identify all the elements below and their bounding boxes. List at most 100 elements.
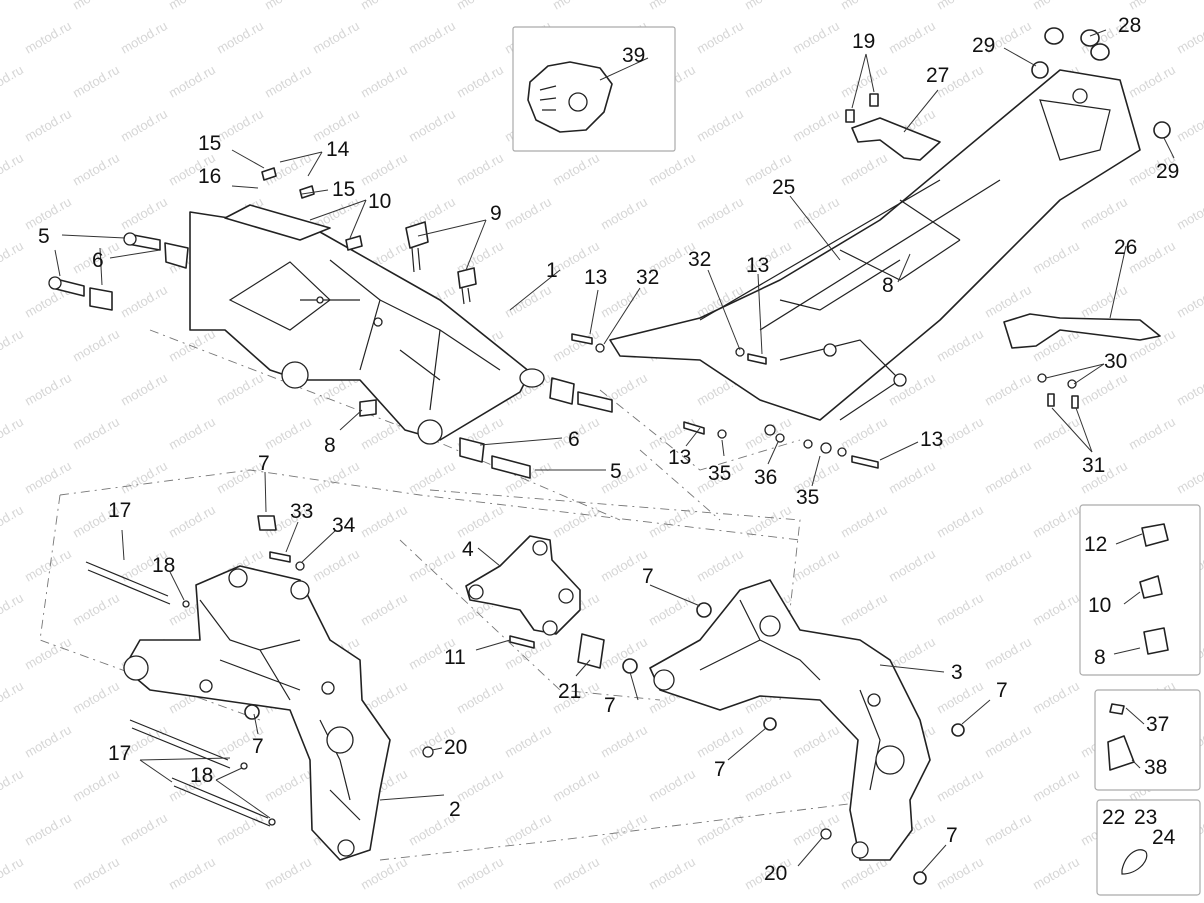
watermark-text: motod.ru	[0, 238, 26, 277]
callout-6b: 6	[568, 428, 580, 451]
watermark-text: motod.ru	[502, 194, 554, 233]
callout-13d: 13	[920, 428, 943, 451]
watermark-text: motod.ru	[406, 18, 458, 57]
watermark-text: motod.ru	[790, 18, 842, 57]
watermark-text: motod.ru	[166, 854, 218, 893]
watermark-text: motod.ru	[1078, 282, 1130, 321]
callout-35b: 35	[796, 486, 819, 509]
watermark-text: motod.ru	[1030, 678, 1082, 717]
watermark-text: motod.ru	[646, 854, 698, 893]
callout-7d: 7	[642, 565, 654, 588]
watermark-text: motod.ru	[358, 0, 410, 13]
watermark-text: motod.ru	[502, 810, 554, 849]
watermark-text: motod.ru	[550, 766, 602, 805]
watermark-text: motod.ru	[406, 458, 458, 497]
watermark-text: motod.ru	[838, 0, 890, 13]
callout-13c: 13	[668, 446, 691, 469]
watermark-text: motod.ru	[982, 634, 1034, 673]
watermark-text: motod.ru	[406, 106, 458, 145]
inset-clips	[1079, 504, 1201, 676]
watermark-text: motod.ru	[742, 0, 794, 13]
watermark-text: motod.ru	[214, 810, 266, 849]
watermark-text: motod.ru	[982, 810, 1034, 849]
callout-5a: 5	[38, 225, 50, 248]
callout-12: 12	[1084, 533, 1107, 556]
callout-7g: 7	[946, 824, 958, 847]
callout-34: 34	[332, 514, 356, 537]
watermark-text: motod.ru	[118, 106, 170, 145]
callout-5b: 5	[610, 460, 622, 483]
callout-38: 38	[1144, 756, 1167, 779]
watermark-text: motod.ru	[934, 854, 986, 893]
callout-8c: 8	[1094, 646, 1106, 669]
callout-17b: 17	[108, 742, 131, 765]
watermark-text: motod.ru	[70, 766, 122, 805]
hardware-right	[571, 93, 1079, 469]
watermark-text: motod.ru	[70, 0, 122, 13]
callout-13b: 13	[746, 254, 769, 277]
watermark-text: motod.ru	[262, 766, 314, 805]
watermark-text: motod.ru	[262, 0, 314, 13]
watermark-text: motod.ru	[454, 678, 506, 717]
leader-lines	[54, 29, 1175, 873]
watermark-text: motod.ru	[1030, 590, 1082, 629]
watermark-text: motod.ru	[406, 546, 458, 585]
callout-24: 24	[1152, 826, 1176, 849]
callout-11: 11	[444, 646, 466, 669]
callout-7c: 7	[604, 694, 616, 717]
watermark-text: motod.ru	[0, 502, 26, 541]
callout-26: 26	[1114, 236, 1137, 259]
watermark-text: motod.ru	[358, 590, 410, 629]
callout-15b: 15	[332, 178, 355, 201]
watermark-text: motod.ru	[22, 370, 74, 409]
watermark-text: motod.ru	[0, 678, 26, 717]
watermark-text: motod.ru	[1174, 18, 1204, 57]
watermark-text: motod.ru	[550, 854, 602, 893]
callout-37: 37	[1146, 713, 1169, 736]
watermark-text: motod.ru	[1078, 194, 1130, 233]
watermark-text: motod.ru	[982, 722, 1034, 761]
watermark-text: motod.ru	[70, 590, 122, 629]
watermark-text: motod.ru	[646, 590, 698, 629]
callout-28: 28	[1118, 14, 1141, 37]
watermark-text: motod.ru	[694, 106, 746, 145]
callout-23: 23	[1134, 806, 1157, 829]
watermark-text: motod.ru	[166, 502, 218, 541]
callout-33: 33	[290, 500, 313, 523]
watermark-text: motod.ru	[214, 370, 266, 409]
callout-20b: 20	[764, 862, 787, 885]
watermark-text: motod.ru	[0, 62, 26, 101]
watermark-text: motod.ru	[838, 590, 890, 629]
watermark-text: motod.ru	[0, 0, 26, 13]
watermark-text: motod.ru	[550, 326, 602, 365]
callout-32b: 32	[688, 248, 711, 271]
watermark-text: motod.ru	[550, 150, 602, 189]
watermark-text: motod.ru	[22, 18, 74, 57]
watermark-text: motod.ru	[1030, 766, 1082, 805]
callout-10a: 10	[368, 190, 391, 213]
watermark-text: motod.ru	[1174, 370, 1204, 409]
watermark-text: motod.ru	[934, 590, 986, 629]
callout-27: 27	[926, 64, 949, 87]
watermark-text: motod.ru	[838, 62, 890, 101]
watermark-text: motod.ru	[22, 546, 74, 585]
callout-22: 22	[1102, 806, 1125, 829]
watermark-text: motod.ru	[118, 370, 170, 409]
watermark-text: motod.ru	[1174, 106, 1204, 145]
callout-20a: 20	[444, 736, 467, 759]
watermark-text: motod.ru	[0, 326, 26, 365]
watermark-text: motod.ru	[982, 370, 1034, 409]
hardware-lower	[85, 515, 965, 885]
watermark-text: motod.ru	[22, 810, 74, 849]
watermark-text: motod.ru	[166, 0, 218, 13]
callout-3: 3	[951, 661, 963, 684]
watermark-text: motod.ru	[742, 766, 794, 805]
callout-16: 16	[198, 165, 221, 188]
watermark-text: motod.ru	[454, 766, 506, 805]
main-frame-1	[189, 204, 545, 445]
watermark-text: motod.ru	[934, 0, 986, 13]
watermark-text: motod.ru	[262, 414, 314, 453]
watermark-text: motod.ru	[214, 18, 266, 57]
watermark-text: motod.ru	[838, 502, 890, 541]
watermark-text: motod.ru	[742, 62, 794, 101]
